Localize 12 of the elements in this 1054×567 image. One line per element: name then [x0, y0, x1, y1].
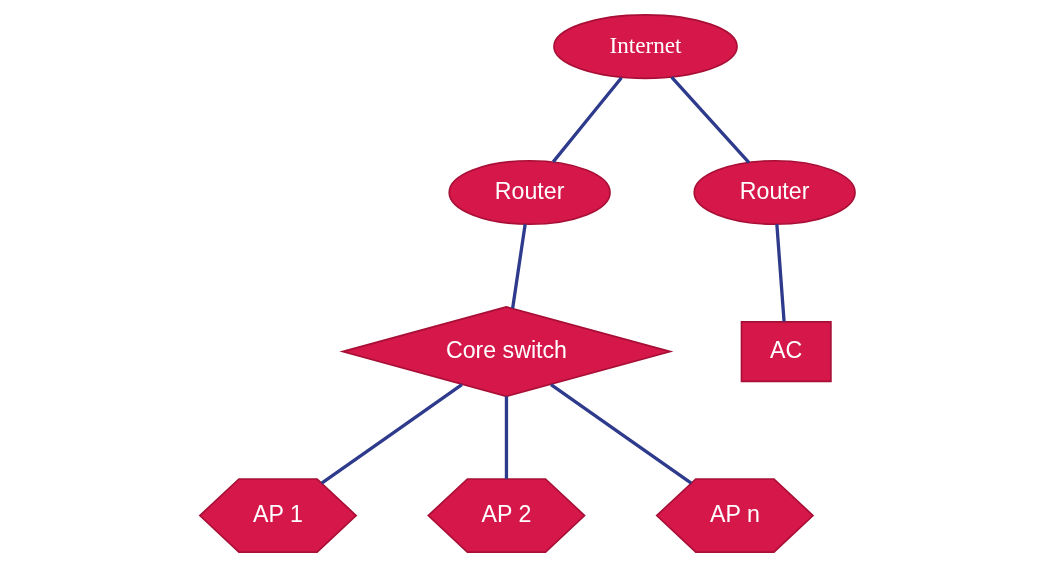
node-ellipse: Router: [447, 159, 611, 226]
node-ellipse: Router: [692, 159, 856, 226]
connector: [320, 383, 463, 485]
connector: [510, 223, 527, 309]
node-box: AC: [740, 320, 832, 383]
node-diamond: Core switch: [338, 306, 673, 398]
connector: [774, 224, 786, 322]
connector: [504, 396, 508, 479]
connector: [549, 383, 692, 485]
connector: [551, 76, 623, 163]
connector: [669, 75, 750, 164]
node-ellipse: Internet: [552, 14, 738, 80]
